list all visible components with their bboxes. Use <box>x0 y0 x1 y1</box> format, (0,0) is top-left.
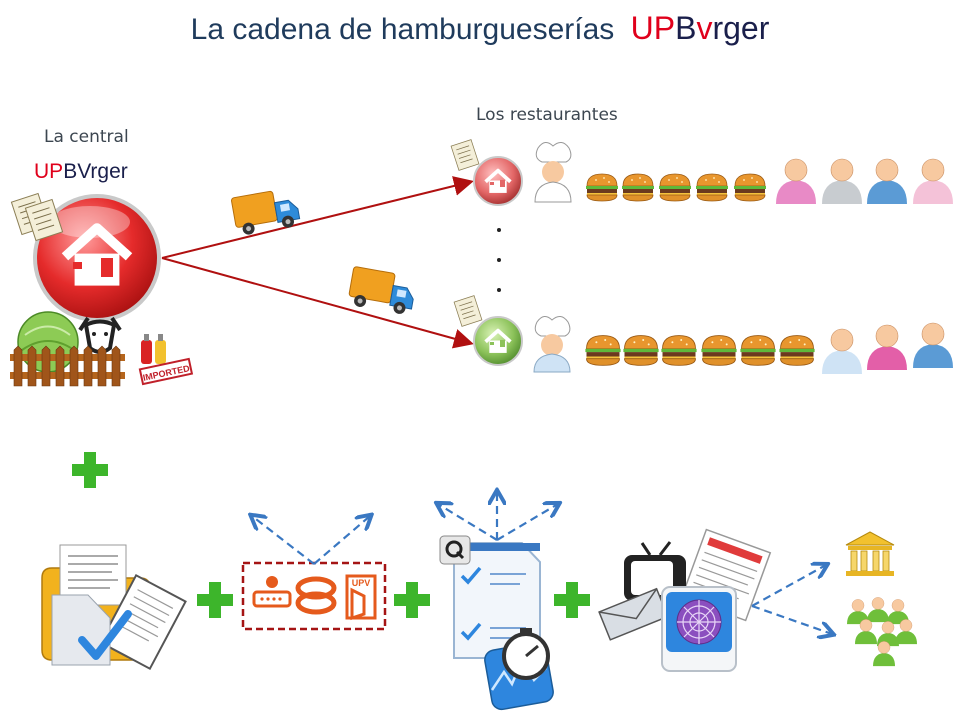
plus-icon <box>554 582 590 618</box>
quality-q-icon <box>439 535 471 565</box>
restaurant-order-papers-icon-top <box>450 139 480 171</box>
upv-logo-icon: UPV <box>345 574 377 621</box>
burger-icon <box>660 335 698 366</box>
upv-people-icon <box>252 576 292 608</box>
customer-icon <box>912 158 954 205</box>
burger-icon <box>700 335 738 366</box>
web-browser-icon <box>661 586 737 672</box>
burger-row-bottom <box>584 335 816 366</box>
central-label: La central <box>44 127 129 147</box>
truck-icon-bottom <box>346 265 418 317</box>
sauce-bottles-icon <box>141 334 166 364</box>
burger-icon <box>585 173 619 202</box>
central-order-papers-icon <box>10 193 64 241</box>
checklist-icon <box>453 542 541 659</box>
upv-logo-text: UPV <box>352 578 371 588</box>
burger-icon <box>584 335 622 366</box>
plus-icon <box>394 582 430 618</box>
burger-icon <box>621 173 655 202</box>
burger-icon <box>658 173 692 202</box>
burger-icon <box>695 173 729 202</box>
bank-icon <box>845 531 895 576</box>
delivery-arrow-bottom <box>161 257 474 349</box>
customer-icon <box>866 158 908 205</box>
burger-row-top <box>585 173 767 202</box>
performance-gauge-icon <box>484 628 554 711</box>
restaurant-house-icon-bottom <box>473 316 523 366</box>
community-group-icon <box>846 597 918 667</box>
burger-icon <box>733 173 767 202</box>
central-house-icon <box>33 194 161 322</box>
documents-folder-icon <box>41 544 187 671</box>
customer-icon <box>821 328 863 375</box>
title-brand: UPBvrger <box>630 10 770 46</box>
ellipsis-dots <box>497 228 501 292</box>
burger-icon <box>739 335 777 366</box>
burger-icon <box>778 335 816 366</box>
truck-icon-top <box>230 186 302 238</box>
media-dashed-arrows <box>751 565 832 634</box>
chef-icon-bottom <box>533 316 571 373</box>
cow-icon <box>78 316 122 354</box>
customer-icon <box>821 158 863 205</box>
title-text: La cadena de hamburgueserías <box>190 13 615 46</box>
central-brand: UPBVrger <box>34 160 128 183</box>
fence-icon <box>10 345 125 387</box>
plus-icon <box>72 452 108 488</box>
chef-icon-top <box>534 142 572 203</box>
quality-dashed-arrows <box>438 492 558 541</box>
upv-coins-icon <box>295 576 337 615</box>
customer-icon <box>866 324 908 371</box>
upv-dashed-arrows <box>252 516 370 565</box>
page-title: La cadena de hamburgueserías UPBvrger <box>0 10 960 47</box>
customers-bottom <box>821 322 954 375</box>
customer-icon <box>912 322 954 369</box>
restaurant-house-icon-top <box>473 156 523 206</box>
restaurants-label: Los restaurantes <box>476 105 618 125</box>
burger-icon <box>622 335 660 366</box>
plus-icon <box>197 582 233 618</box>
delivery-arrow-top <box>161 176 474 259</box>
restaurant-order-papers-icon-bottom <box>453 295 483 327</box>
